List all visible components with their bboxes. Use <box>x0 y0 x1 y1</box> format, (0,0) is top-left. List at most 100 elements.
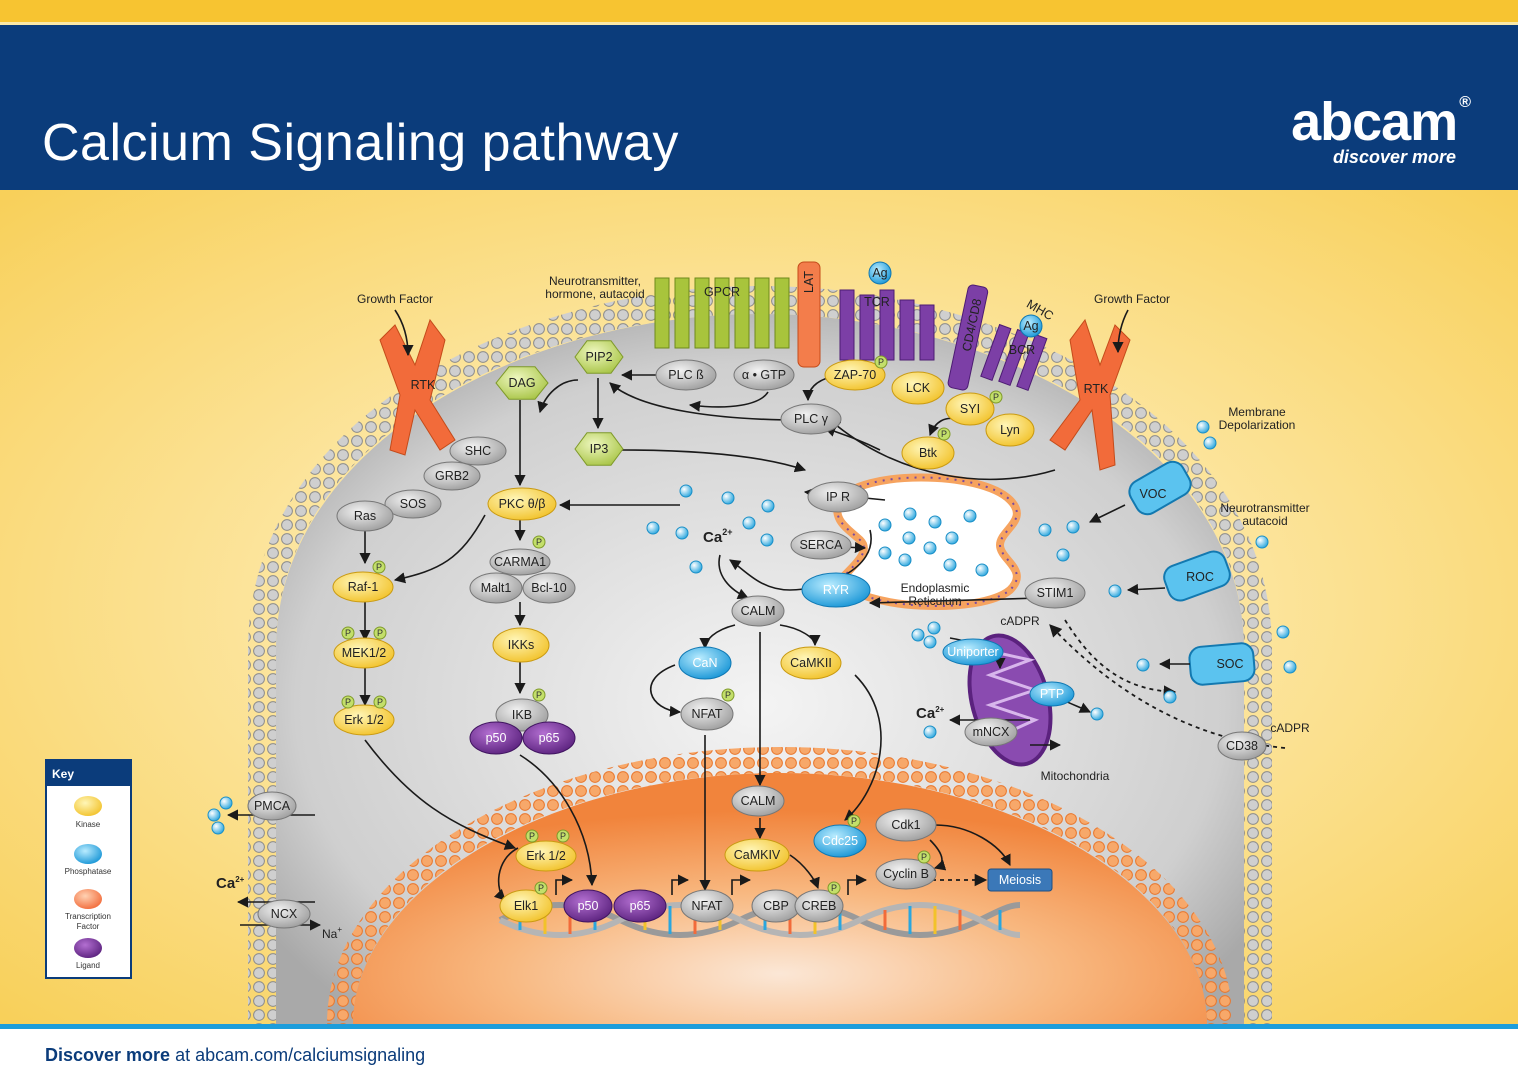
legend-kinase-label: Kinase <box>76 820 101 829</box>
node-calm-shape <box>731 595 785 627</box>
node-shc[interactable]: SHC <box>449 436 507 466</box>
node-mncx[interactable]: mNCX <box>964 717 1018 747</box>
node-ip3[interactable]: IP3 <box>574 432 624 466</box>
node-camkiv-shape <box>724 838 790 872</box>
phosphate-marker <box>373 695 387 709</box>
brand-name: abcam <box>1291 92 1458 152</box>
node-nfatb[interactable]: NFAT <box>680 889 734 923</box>
node-zap70[interactable]: ZAP-70 <box>824 359 886 391</box>
node-ikks[interactable]: IKKs <box>492 627 550 663</box>
cadpr-label: cADPR <box>1000 614 1040 628</box>
node-btk-label: Btk <box>919 446 938 460</box>
node-sos[interactable]: SOS <box>384 489 442 519</box>
node-nfat-shape <box>680 697 734 731</box>
node-serca[interactable]: SERCA <box>790 530 852 560</box>
phosphate-marker <box>847 814 861 828</box>
node-pip2[interactable]: PIP2 <box>574 340 624 374</box>
phosphate-marker-label: P <box>878 357 884 367</box>
node-mek[interactable]: MEK1/2 <box>333 637 395 669</box>
node-ptp[interactable]: PTP <box>1029 681 1075 707</box>
node-cbp-label: CBP <box>763 899 789 913</box>
legend-ligand-label: Ligand <box>76 961 100 970</box>
phosphate-marker <box>874 355 888 369</box>
node-ryr[interactable]: RYR <box>801 572 871 608</box>
soc-channel <box>1188 642 1256 686</box>
node-syi-label: SYI <box>960 402 980 416</box>
meiosis-box[interactable] <box>987 868 1053 892</box>
pathway-diagram: Growth Factor Growth Factor Neurotransmi… <box>0 190 1518 1024</box>
node-creb[interactable]: CREB <box>794 889 844 923</box>
node-grb2[interactable]: GRB2 <box>423 461 481 491</box>
node-dag[interactable]: DAG <box>495 366 549 400</box>
node-p65[interactable]: p65 <box>522 721 576 755</box>
node-raf1-label: Raf-1 <box>348 580 379 594</box>
node-cdc25[interactable]: Cdc25 <box>813 824 867 858</box>
node-plcb[interactable]: PLC ß <box>655 359 717 391</box>
node-cd38-label: CD38 <box>1226 739 1258 753</box>
node-zap70-shape <box>824 359 886 391</box>
footer-link[interactable]: Discover more at abcam.com/calciumsignal… <box>45 1045 426 1065</box>
phosphate-marker <box>534 881 548 895</box>
node-cd38[interactable]: CD38 <box>1217 731 1267 761</box>
node-erk[interactable]: Erk 1/2 <box>333 704 395 736</box>
node-gtp[interactable]: α • GTP <box>733 359 795 391</box>
node-can[interactable]: CaN <box>678 646 732 680</box>
node-cyclinb[interactable]: Cyclin B <box>875 858 937 890</box>
node-elk1[interactable]: Elk1 <box>499 889 553 923</box>
node-syi-shape <box>945 392 995 426</box>
node-plcg[interactable]: PLC γ <box>780 403 842 435</box>
node-p50b[interactable]: p50 <box>563 889 613 923</box>
node-cdk1[interactable]: Cdk1 <box>875 808 937 842</box>
rtk-left-receptor <box>379 318 456 456</box>
node-carma1[interactable]: CARMA1 <box>489 548 551 576</box>
node-lck[interactable]: LCK <box>891 371 945 405</box>
node-raf1[interactable]: Raf-1 <box>332 571 394 603</box>
node-p50[interactable]: p50 <box>469 721 523 755</box>
node-stim1[interactable]: STIM1 <box>1024 577 1086 609</box>
node-ikks-label: IKKs <box>508 638 534 652</box>
node-lck-label: LCK <box>906 381 931 395</box>
node-malt1-label: Malt1 <box>481 581 512 595</box>
node-cbp[interactable]: CBP <box>751 889 801 923</box>
node-btk[interactable]: Btk <box>901 436 955 470</box>
node-uniporter[interactable]: Uniporter <box>942 638 1004 666</box>
node-calm[interactable]: CALM <box>731 595 785 627</box>
node-rtk-left-label: RTK <box>411 378 436 392</box>
node-pkc[interactable]: PKC θ/β <box>487 487 557 521</box>
node-erk2-shape <box>515 840 577 872</box>
phosphate-marker <box>532 688 546 702</box>
node-erk2-label: Erk 1/2 <box>526 849 566 863</box>
node-ryr-label: RYR <box>823 583 849 597</box>
node-can-label: CaN <box>692 656 717 670</box>
node-ip3r[interactable]: IP R <box>807 481 869 513</box>
growth-factor-right-label: Growth Factor <box>1094 292 1170 306</box>
node-serca-label: SERCA <box>799 538 843 552</box>
node-ras[interactable]: Ras <box>336 500 394 532</box>
header-banner: Calcium Signaling pathway abcam® discove… <box>0 25 1518 190</box>
abcam-logo[interactable]: abcam® discover more <box>1291 92 1471 168</box>
node-erk2[interactable]: Erk 1/2 <box>515 840 577 872</box>
node-bcl10[interactable]: Bcl-10 <box>522 572 576 604</box>
node-ncx[interactable]: NCX <box>257 899 311 929</box>
node-carma1-label: CARMA1 <box>494 555 546 569</box>
node-lyn[interactable]: Lyn <box>985 413 1035 447</box>
phosphate-marker-label: P <box>921 852 927 862</box>
node-calm2[interactable]: CALM <box>731 785 785 817</box>
node-syi[interactable]: SYI <box>945 392 995 426</box>
node-nfat[interactable]: NFAT <box>680 697 734 731</box>
node-camkiv[interactable]: CaMKIV <box>724 838 790 872</box>
node-p65b-label: p65 <box>630 899 651 913</box>
antigen-1 <box>1019 314 1043 338</box>
node-pkc-label: PKC θ/β <box>499 497 546 511</box>
gpcr-receptor <box>654 277 790 349</box>
node-cdc25-label: Cdc25 <box>822 834 858 848</box>
node-pmca[interactable]: PMCA <box>247 791 297 821</box>
er-label-2: Reticulum <box>908 594 961 608</box>
node-ikb[interactable]: IKB <box>495 698 549 732</box>
node-camkii[interactable]: CaMKII <box>780 646 842 680</box>
node-malt1[interactable]: Malt1 <box>469 572 523 604</box>
node-p65b[interactable]: p65 <box>613 889 667 923</box>
node-gtp-shape <box>733 359 795 391</box>
node-creb-shape <box>794 889 844 923</box>
phosphate-marker-label: P <box>345 628 351 638</box>
